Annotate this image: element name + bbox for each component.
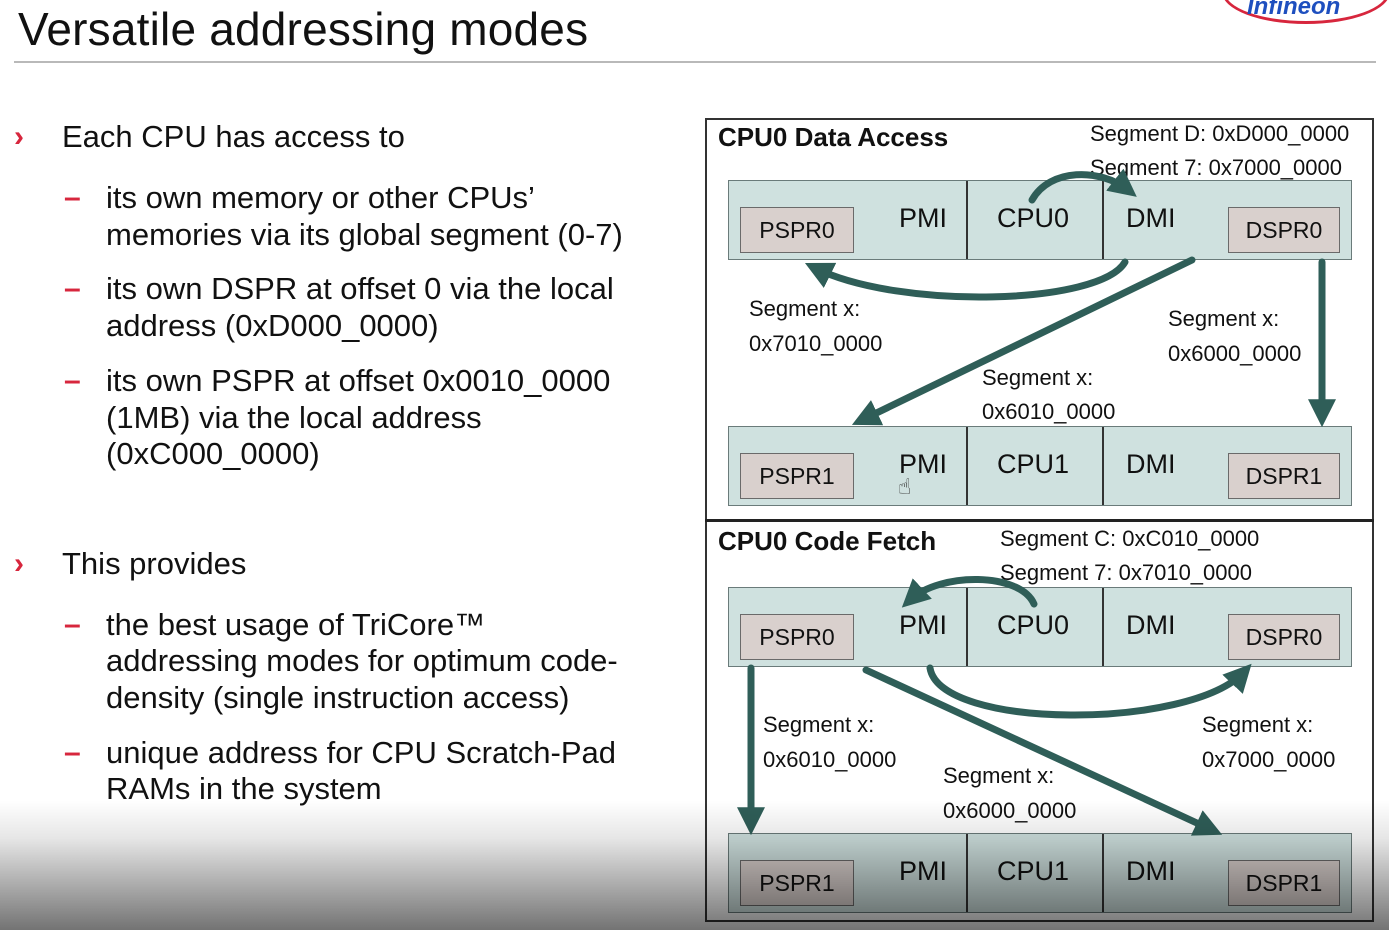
segment-c-label: Segment C: 0xC010_0000 — [1000, 526, 1260, 551]
dspr-box: DSPR0 — [1228, 207, 1340, 253]
bullet-sub-1-3-line1: its own PSPR at offset 0x0010_0000 — [106, 363, 611, 398]
slide-title: Versatile addressing modes — [18, 3, 589, 55]
seg-label-a1: Segment x: — [749, 296, 861, 321]
cpu-bar-2: PSPR1 PMI CPU1 DMI DSPR1 — [728, 426, 1352, 506]
bullet-sub-1-3-line3: (0xC000_0000) — [106, 436, 320, 471]
seg-label-b2: 0x6010_0000 — [982, 399, 1116, 424]
seg-label-c2: 0x6000_0000 — [1168, 341, 1302, 366]
cpu-label: CPU1 — [997, 449, 1070, 479]
pspr-box: PSPR0 — [740, 614, 854, 660]
data-access-title: CPU0 Data Access — [718, 122, 949, 152]
seg-label-a2: 0x7010_0000 — [749, 331, 883, 356]
arrow-pmi-to-dspr0 — [926, 663, 1252, 719]
dspr-box: DSPR0 — [1228, 614, 1340, 660]
cpu-bar-3: PSPR0 PMI CPU0 DMI DSPR0 — [728, 587, 1352, 667]
arrow-dmi-to-pspr1 — [851, 256, 1196, 426]
code-seg-label-c2: 0x7000_0000 — [1202, 747, 1336, 772]
segment-d-label: Segment D: 0xD000_0000 — [1090, 121, 1350, 146]
pmi-label: PMI — [899, 449, 948, 479]
arrow-pmi-to-dspr1 — [862, 666, 1223, 836]
bullet-sub-1-2-line2: address (0xD000_0000) — [106, 308, 439, 343]
pspr-box: PSPR1 — [740, 453, 854, 499]
bullet-sub-2-2-line1: unique address for CPU Scratch-Pad — [106, 735, 617, 770]
bullet-sub-1-1-line2: memories via its global segment (0-7) — [106, 217, 623, 252]
seg-label-b1: Segment x: — [982, 365, 1094, 390]
dash-icon: – — [64, 608, 81, 641]
chevron-icon: › — [14, 547, 24, 580]
code-seg-label-b1: Segment x: — [943, 763, 1055, 788]
bullet-sub-2-1-line2: addressing modes for optimum code- — [106, 643, 618, 678]
cpu-label: CPU0 — [997, 203, 1070, 233]
logo-text: Infineon — [1247, 0, 1341, 20]
dash-icon: – — [64, 272, 81, 305]
cpu-label: CPU0 — [997, 610, 1070, 640]
bullet-sub-2-1-line3: density (single instruction access) — [106, 680, 570, 715]
chevron-icon: › — [14, 120, 24, 153]
segment-7-code-label: Segment 7: 0x7010_0000 — [1000, 560, 1252, 585]
bullet-sub-2-1-line1: the best usage of TriCore™ — [106, 607, 486, 642]
arrow-dmi-to-pspr0 — [804, 258, 1129, 301]
diagram-divider — [705, 519, 1374, 522]
title-divider — [14, 61, 1376, 63]
dmi-label: DMI — [1126, 203, 1176, 233]
dash-icon: – — [64, 181, 81, 214]
pmi-label: PMI — [899, 203, 948, 233]
dash-icon: – — [64, 736, 81, 769]
pspr-box: PSPR0 — [740, 207, 854, 253]
dmi-label: DMI — [1126, 610, 1176, 640]
dspr-box: DSPR1 — [1228, 453, 1340, 499]
bullet-main-1: Each CPU has access to — [62, 119, 405, 154]
bullet-sub-1-3-line2: (1MB) via the local address — [106, 400, 482, 435]
seg-label-c1: Segment x: — [1168, 306, 1280, 331]
code-fetch-title: CPU0 Code Fetch — [718, 526, 937, 556]
dmi-label: DMI — [1126, 449, 1176, 479]
code-seg-label-c1: Segment x: — [1202, 712, 1314, 737]
arrow-cpu0-to-dmi — [1028, 168, 1137, 204]
dash-icon: – — [64, 364, 81, 397]
pmi-label: PMI — [899, 610, 948, 640]
code-seg-label-a1: Segment x: — [763, 712, 875, 737]
code-seg-label-a2: 0x6010_0000 — [763, 747, 897, 772]
hand-cursor-icon: ☝ — [898, 474, 912, 499]
arrow-cpu0-to-pmi — [901, 576, 1038, 608]
bullet-sub-1-1-line1: its own memory or other CPUs’ — [106, 180, 535, 215]
bullet-main-2: This provides — [62, 546, 247, 581]
bullet-sub-1-2-line1: its own DSPR at offset 0 via the local — [106, 271, 614, 306]
